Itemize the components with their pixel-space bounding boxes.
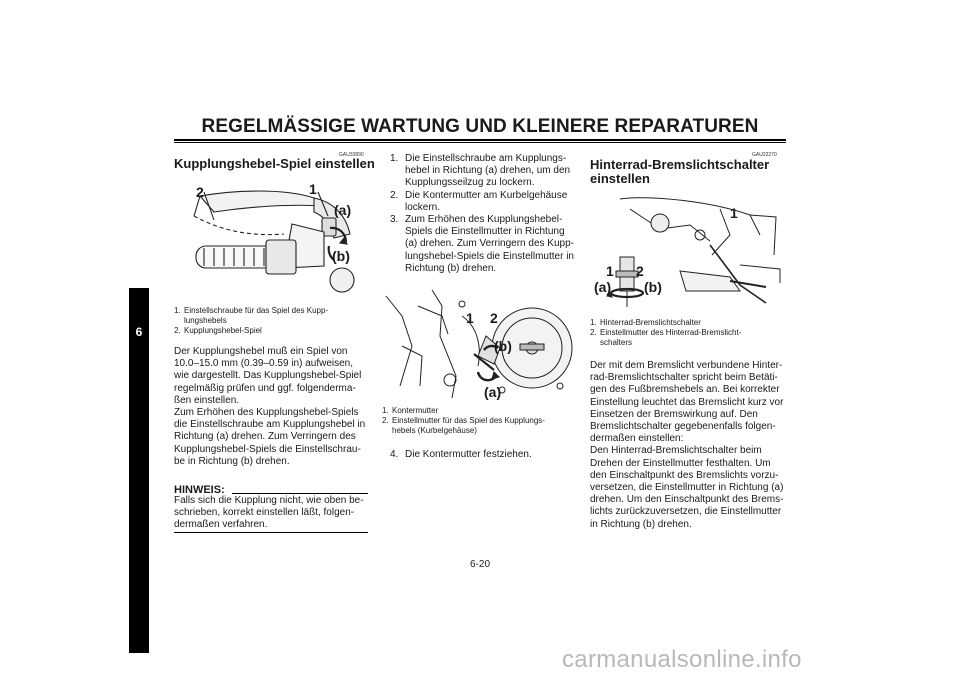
- figure-label-2: 2: [196, 184, 204, 200]
- figure-label-b: (b): [332, 248, 350, 264]
- page-title: REGELMÄSSIGE WARTUNG UND KLEINERE REPARA…: [201, 116, 759, 137]
- title-rule-thin: [174, 142, 786, 143]
- note-rule: [232, 493, 368, 494]
- clutch-lever-illustration: [193, 190, 355, 293]
- figure-label-1: 1: [466, 310, 474, 326]
- step-4: 4.Die Kontermutter festziehen.: [390, 449, 532, 460]
- crankcase-illustration: [385, 289, 573, 399]
- body-brake: Der mit dem Bremslicht verbundene Hinter…: [590, 360, 784, 530]
- figure-label-a: (a): [334, 202, 352, 218]
- body-clutch: Der Kupplungshebel muß ein Spiel von 10.…: [174, 346, 366, 467]
- title-rule: [174, 139, 786, 141]
- figure-label-a: (a): [484, 384, 502, 400]
- figure-clutch-lever: 2 1 (a) (b): [174, 176, 364, 300]
- caption-crankcase: 1.Kontermutter 2.Einstellmutter für das …: [382, 406, 545, 435]
- chapter-number: 6: [135, 325, 143, 339]
- figure-crankcase: 1 2 (b) (a): [382, 286, 574, 402]
- figure-label-1: 1: [309, 181, 317, 197]
- note-text: Falls sich die Kupplung nicht, wie oben …: [174, 495, 364, 531]
- section-code: GAU22270: [752, 152, 777, 158]
- figure-label-2: 2: [636, 263, 644, 279]
- page-number: 6-20: [469, 559, 490, 570]
- figure-label-b: (b): [494, 338, 512, 354]
- chapter-tab: [129, 288, 149, 653]
- figure-label-1-top: 1: [730, 205, 738, 221]
- note-heading: HINWEIS:: [174, 484, 225, 496]
- section-heading-clutch: Kupplungshebel-Spiel einstellen: [174, 156, 375, 171]
- section-heading-brake: Hinterrad-Bremslichtschalter einstellen: [590, 157, 770, 186]
- figure-label-2: 2: [490, 310, 498, 326]
- note-bottom-rule: [174, 532, 368, 533]
- figure-label-1: 1: [606, 263, 614, 279]
- caption-clutch: 1.Einstellschraube für das Spiel des Kup…: [174, 306, 329, 335]
- figure-brake-switch: 1 1 2 (a) (b): [590, 195, 782, 313]
- figure-label-a: (a): [594, 279, 612, 295]
- brake-switch-illustration: [605, 197, 781, 307]
- watermark: carmanualsonline.info: [562, 646, 802, 673]
- caption-brake: 1.Hinterrad-Bremslichtschalter 2.Einstel…: [590, 318, 742, 347]
- figure-label-b: (b): [644, 279, 662, 295]
- section-code: GAU33890: [339, 152, 364, 158]
- steps-list: 1.Die Einstellschraube am Kupplungs- heb…: [390, 153, 574, 274]
